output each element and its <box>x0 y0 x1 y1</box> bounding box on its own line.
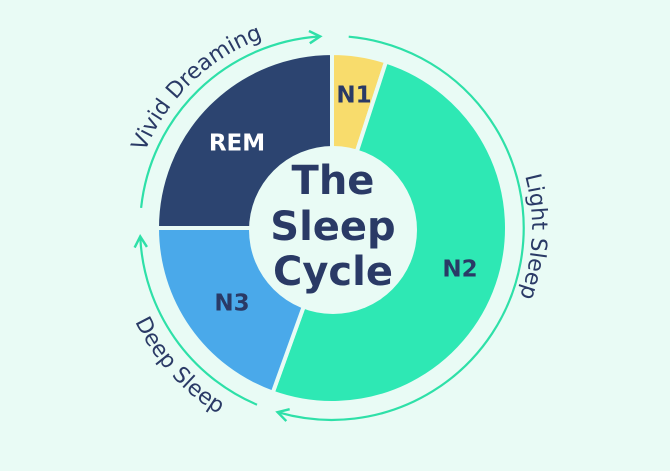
title-line-1: The <box>292 158 375 204</box>
segment-label-rem: REM <box>209 131 265 157</box>
cycle-arrows <box>133 29 525 422</box>
segment-label-n2: N2 <box>442 257 477 283</box>
title-line-3: Cycle <box>273 249 393 295</box>
segment-label-n3: N3 <box>214 291 249 317</box>
segment-label-n1: N1 <box>336 83 371 109</box>
center-circle <box>249 146 417 314</box>
arrow-light <box>275 35 525 422</box>
arrow-dreaming <box>140 29 323 209</box>
arrow-deep <box>133 233 258 406</box>
title-line-2: Sleep <box>270 204 395 250</box>
